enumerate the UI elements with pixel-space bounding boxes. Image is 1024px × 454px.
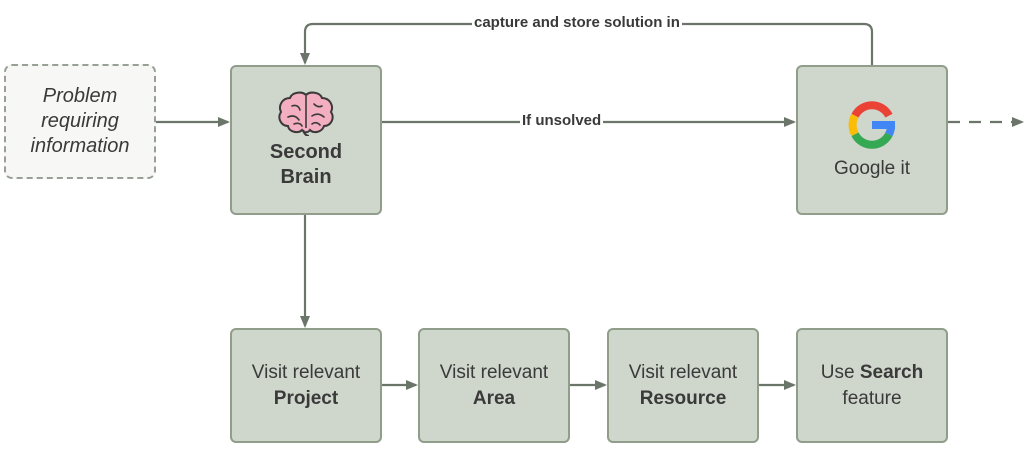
step-use-search: Use Search feature [796, 328, 948, 443]
second-brain-label: Second Brain [270, 140, 342, 190]
step-area-line-2: Area [472, 387, 516, 409]
problem-line-1: Problem [42, 85, 118, 107]
step-search-line-2: feature [842, 387, 902, 409]
edge-label-unsolved: If unsolved [520, 112, 604, 129]
edge-label-capture: capture and store solution in [472, 14, 682, 31]
brain-icon [278, 91, 334, 136]
step-project-line-1: Visit relevant [251, 361, 361, 383]
second-brain-line-1: Second [269, 141, 343, 163]
step-visit-resource: Visit relevant Resource [607, 328, 759, 443]
step-search-prefix: Use [820, 361, 860, 383]
google-logo-icon [848, 101, 895, 149]
second-brain-line-2: Brain [280, 166, 332, 188]
google-label: Google it [833, 158, 911, 179]
step-project-line-2: Project [273, 387, 339, 409]
second-brain-node: Second Brain [230, 65, 382, 215]
google-node: Google it [796, 65, 948, 215]
step-search-line-1: Use Search [821, 360, 923, 386]
problem-line-2: requiring [41, 110, 119, 132]
step-area-line-1: Visit relevant [439, 361, 549, 383]
step-visit-project: Visit relevant Project [230, 328, 382, 443]
step-resource-line-1: Visit relevant [628, 361, 738, 383]
step-resource-line-2: Resource [639, 387, 727, 409]
step-visit-area: Visit relevant Area [418, 328, 570, 443]
problem-node: Problem requiring information [4, 64, 156, 179]
step-search-bold: Search [859, 361, 924, 383]
problem-line-3: information [30, 135, 130, 157]
